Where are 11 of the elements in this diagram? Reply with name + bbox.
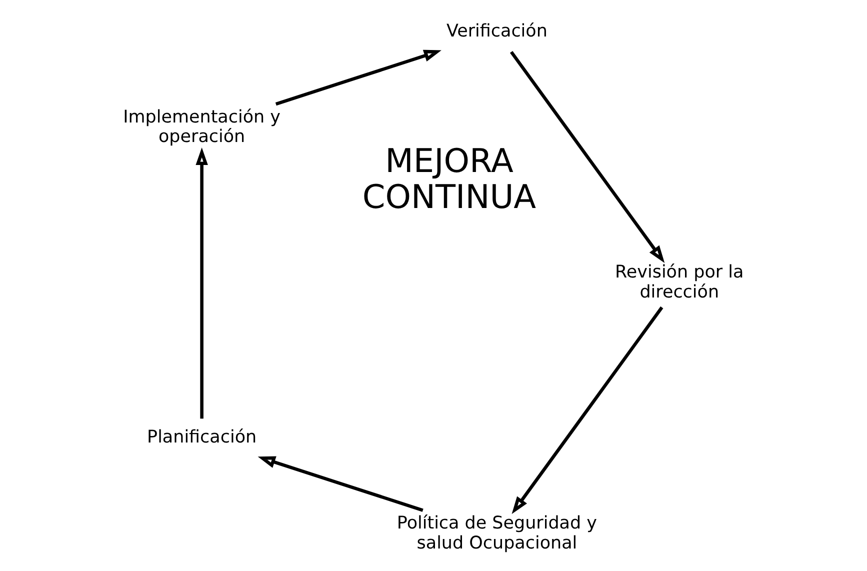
arrow (258, 456, 424, 512)
arrow (512, 306, 664, 514)
node-text: Política de Seguridad y salud Ocupacional (396, 514, 598, 554)
node-text: Implementación y operación (123, 107, 280, 148)
node-text: Planificación (147, 428, 257, 448)
arrow (196, 148, 208, 419)
arrow (510, 50, 665, 263)
node-text: Revisión por la dirección (615, 262, 744, 302)
node-text: Verificación (446, 21, 548, 42)
arrow (275, 50, 442, 106)
label: MEJORA CONTINUA (362, 142, 536, 216)
